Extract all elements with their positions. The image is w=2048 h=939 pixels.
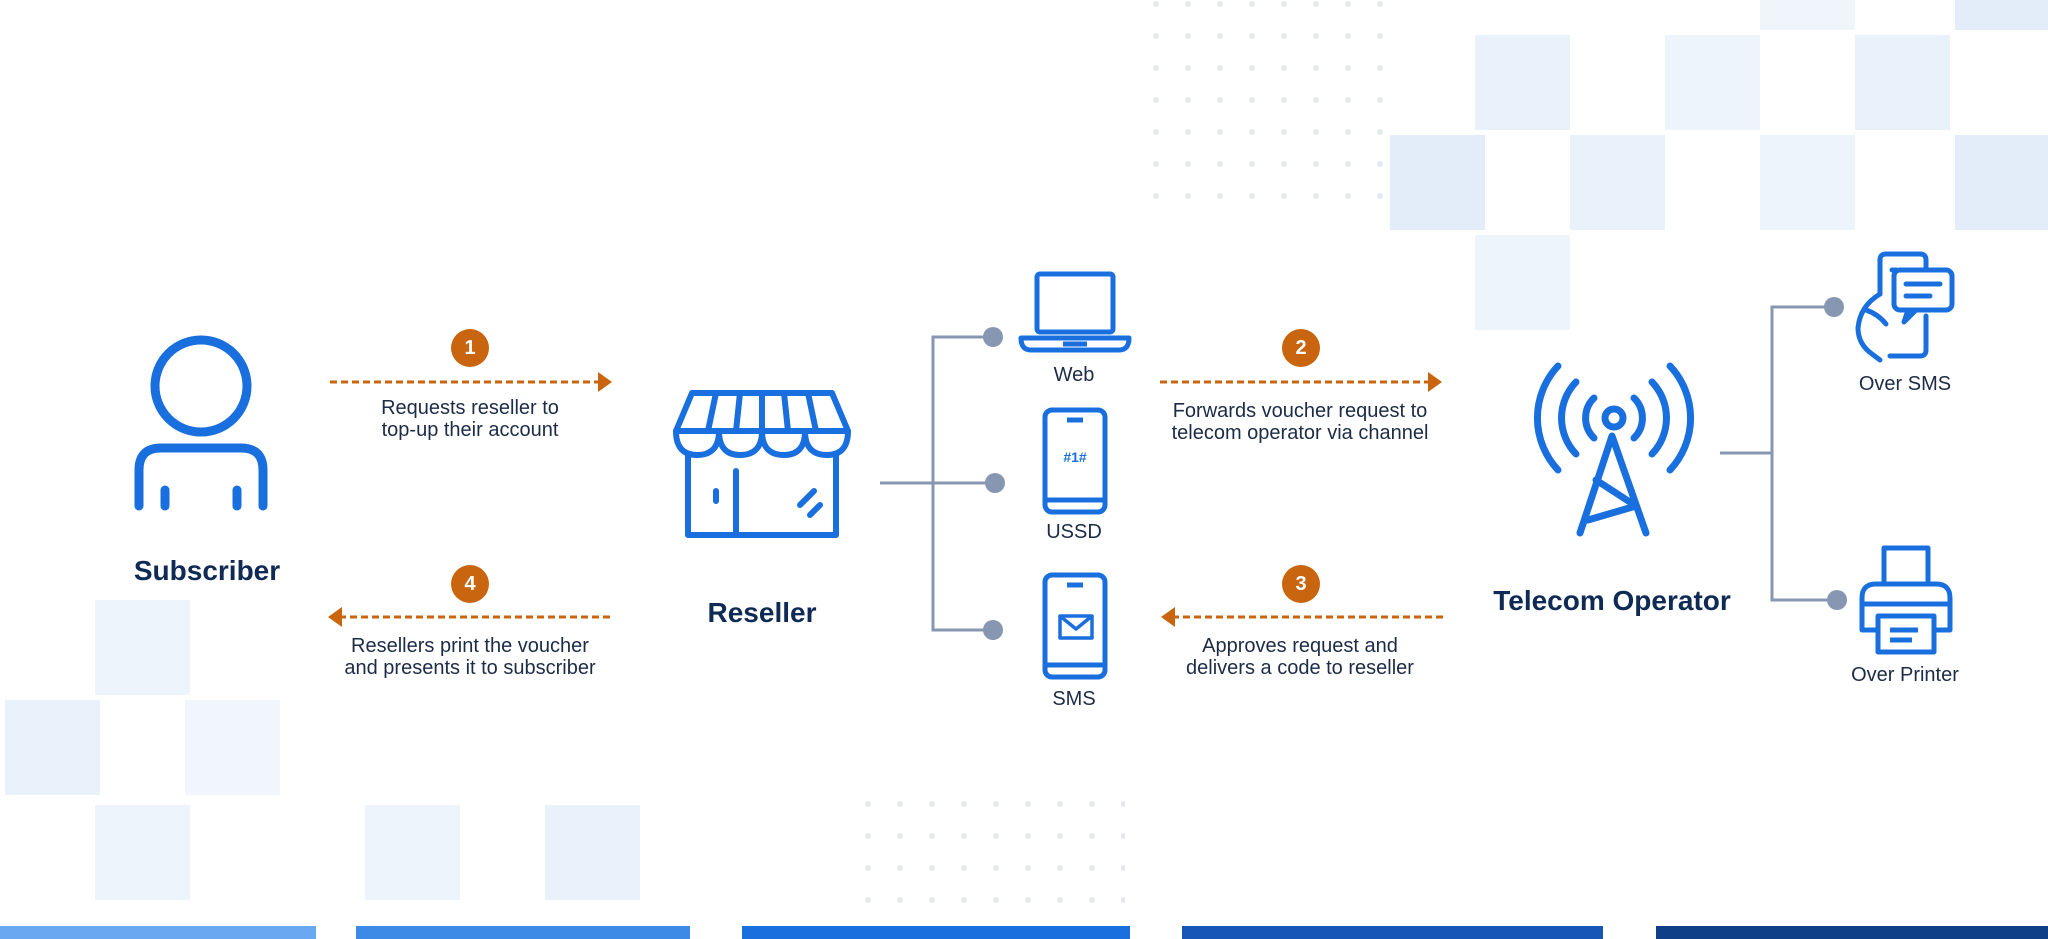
step-3-line-2: delivers a code to reseller — [1186, 657, 1414, 679]
subscriber-label: Subscriber — [133, 555, 281, 586]
ussd-code-text: #1# — [1063, 449, 1087, 465]
ussd-channel-label: USSD — [1046, 521, 1102, 543]
step-4-line-1: Resellers print the voucher — [351, 635, 589, 657]
step-1-description: Requests reseller to top-up their accoun… — [320, 397, 620, 441]
bottom-bar-4 — [1182, 926, 1603, 939]
step-2-badge: 2 — [1282, 329, 1320, 367]
step-1-badge: 1 — [451, 329, 489, 367]
subscriber-person-icon — [134, 335, 268, 511]
step-4-badge: 4 — [451, 565, 489, 603]
laptop-icon — [1018, 271, 1132, 353]
step-4-description: Resellers print the voucher and presents… — [320, 635, 620, 679]
bottom-bar-3 — [742, 926, 1130, 939]
telecom-tower-icon — [1533, 362, 1695, 537]
step-4-line-2: and presents it to subscriber — [344, 657, 596, 679]
connector-node-over-sms — [1824, 297, 1844, 317]
ussd-phone-icon: #1# — [1042, 407, 1108, 515]
chat-message-icon — [1855, 251, 1955, 363]
connector-node-ussd — [985, 473, 1005, 493]
step-3-line-1: Approves request and — [1202, 635, 1398, 657]
reseller-store-icon — [673, 390, 851, 538]
connector-node-sms — [983, 620, 1003, 640]
over-sms-label: Over SMS — [1858, 373, 1952, 395]
connector-node-over-printer — [1827, 590, 1847, 610]
step-2-line-1: Forwards voucher request to — [1172, 400, 1428, 422]
sms-phone-icon — [1042, 572, 1108, 680]
bottom-bar-5 — [1656, 926, 2048, 939]
arrowhead-step-3 — [1161, 607, 1175, 627]
reseller-label: Reseller — [707, 597, 817, 628]
printer-icon — [1859, 545, 1953, 655]
telecom-operator-label: Telecom Operator — [1493, 585, 1731, 616]
bottom-bar-1 — [0, 926, 316, 939]
step-2-description: Forwards voucher request to telecom oper… — [1150, 400, 1450, 444]
web-channel-label: Web — [1053, 364, 1095, 386]
arrowhead-step-4 — [328, 607, 342, 627]
step-3-description: Approves request and delivers a code to … — [1150, 635, 1450, 679]
step-1-line-2: top-up their account — [381, 419, 559, 441]
bottom-bar-2 — [356, 926, 690, 939]
step-2-line-2: telecom operator via channel — [1171, 422, 1429, 444]
arrowhead-step-1 — [598, 372, 612, 392]
step-1-line-1: Requests reseller to — [381, 397, 559, 419]
step-3-badge: 3 — [1282, 565, 1320, 603]
connector-node-web — [983, 327, 1003, 347]
sms-channel-label: SMS — [1052, 688, 1096, 710]
over-printer-label: Over Printer — [1851, 664, 1959, 686]
arrowhead-step-2 — [1428, 372, 1442, 392]
